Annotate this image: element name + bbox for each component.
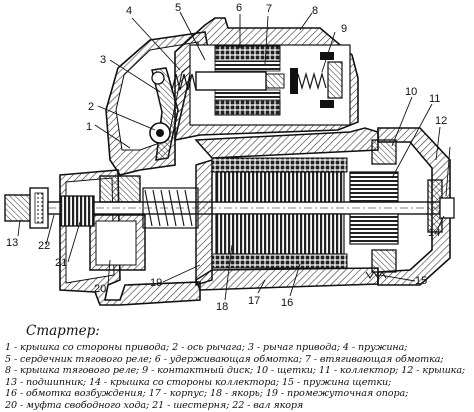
callout-labels: 1 2 3 4 5 6 7 8 9 10 11 12 13 14 15 16 1… <box>6 2 447 313</box>
commutator-end-cover <box>377 127 451 286</box>
callout-3: 3 <box>100 54 106 66</box>
legend-item: 18 - якорь; <box>210 388 263 400</box>
legend-item: 11 - коллектор; <box>318 365 399 377</box>
callout-18: 18 <box>216 301 228 313</box>
callout-4: 4 <box>126 5 132 17</box>
armature-shaft <box>47 201 441 215</box>
legend-item: 17 - корпус; <box>148 388 208 400</box>
pinion-gear <box>59 195 95 227</box>
callout-11: 11 <box>429 93 440 105</box>
legend-item: 9 - контактный диск; <box>142 365 253 377</box>
legend-item: 7 - втягивающая обмотка; <box>304 353 444 365</box>
callout-6: 6 <box>236 2 242 14</box>
legend-item: 6 - удерживающая обмотка; <box>154 353 302 365</box>
legend-item: 8 - крышка тягового реле; <box>5 365 140 377</box>
legend-item: 16 - обмотка возбуждения; <box>5 388 146 400</box>
bearing-nose <box>4 187 49 229</box>
legend-item: 22 - вал якоря <box>232 399 304 411</box>
legend-item: 3 - рычаг привода; <box>247 342 340 353</box>
pull-in-winding <box>214 60 281 101</box>
callout-16: 16 <box>281 297 293 309</box>
field-winding <box>211 157 348 269</box>
callout-2: 2 <box>88 101 94 113</box>
housing <box>194 127 379 291</box>
intermediate-support <box>195 158 213 287</box>
leader-lines <box>17 11 451 301</box>
callout-21: 21 <box>55 257 67 269</box>
holding-winding <box>214 45 281 116</box>
callout-19: 19 <box>150 277 162 289</box>
callout-1: 1 <box>86 121 92 133</box>
callout-20: 20 <box>94 283 106 295</box>
armature <box>215 171 345 255</box>
callout-10: 10 <box>405 86 417 98</box>
parts-legend: 1 - крышка со стороны привода; 2 - ось р… <box>5 342 471 412</box>
callout-12: 12 <box>435 115 447 127</box>
overrunning-clutch <box>89 175 146 271</box>
callout-7: 7 <box>266 3 272 15</box>
commutator <box>349 171 399 245</box>
caption-title: Стартер: <box>26 323 100 339</box>
return-spring <box>167 73 197 91</box>
callout-9: 9 <box>341 23 347 35</box>
legend-item: 5 - сердечник тягового реле; <box>5 353 152 365</box>
legend-item: 20 - муфта свободного хода; <box>5 399 150 411</box>
legend-item: 21 - шестерня; <box>152 399 230 411</box>
callout-15: 15 <box>415 275 427 287</box>
legend-item: 10 - щетки; <box>255 365 316 377</box>
lever-axis <box>149 122 171 144</box>
legend-item: 14 - крышка со стороны коллектора; <box>88 376 280 388</box>
relay-core <box>195 71 285 91</box>
callout-17: 17 <box>248 295 260 307</box>
legend-item: 12 - крышка; <box>401 365 466 377</box>
legend-item: 2 - ось рычага; <box>172 342 245 353</box>
starter-diagram: 1 2 3 4 5 6 7 8 9 10 11 12 13 14 15 16 1… <box>4 2 455 313</box>
legend-item: 15 - пружина щетки; <box>281 376 392 388</box>
callout-8: 8 <box>312 5 318 17</box>
legend-item: 1 - крышка со стороны привода; <box>5 342 170 353</box>
callout-22: 22 <box>38 240 50 252</box>
diagram-caption: Стартер: 1 - крышка со стороны привода; … <box>0 320 474 411</box>
end-cap <box>427 179 455 233</box>
starter-cross-section: 1 2 3 4 5 6 7 8 9 10 11 12 13 14 15 16 1… <box>4 2 455 313</box>
legend-item: 4 - пружина; <box>342 342 408 353</box>
legend-item: 13 - подшипник; <box>5 376 86 388</box>
legend-item: 19 - промежуточная опора; <box>265 388 409 400</box>
callout-5: 5 <box>175 2 181 14</box>
callout-14: 14 <box>428 227 440 239</box>
callout-13: 13 <box>6 237 18 249</box>
